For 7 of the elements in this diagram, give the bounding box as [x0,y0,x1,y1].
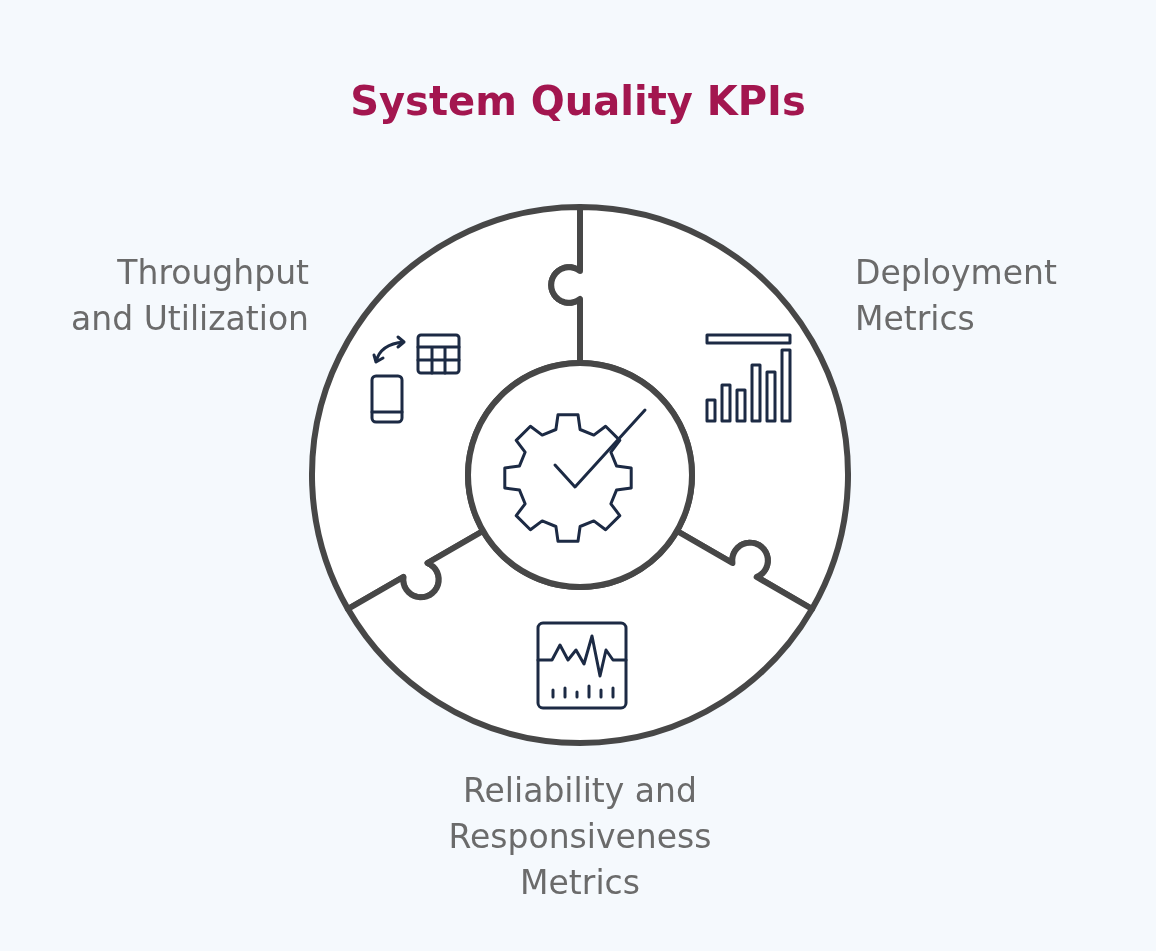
puzzle-piece [344,528,816,746]
gear-check-hub-drawing [465,360,695,590]
segment-caption: Throughput and Utilization [70,252,309,340]
segment-caption: Reliability and Responsiveness Metrics [447,770,713,904]
title: System Quality KPIs [349,78,807,124]
segment-caption: Deployment Metrics [855,252,1058,340]
puzzle-piece [548,204,851,612]
